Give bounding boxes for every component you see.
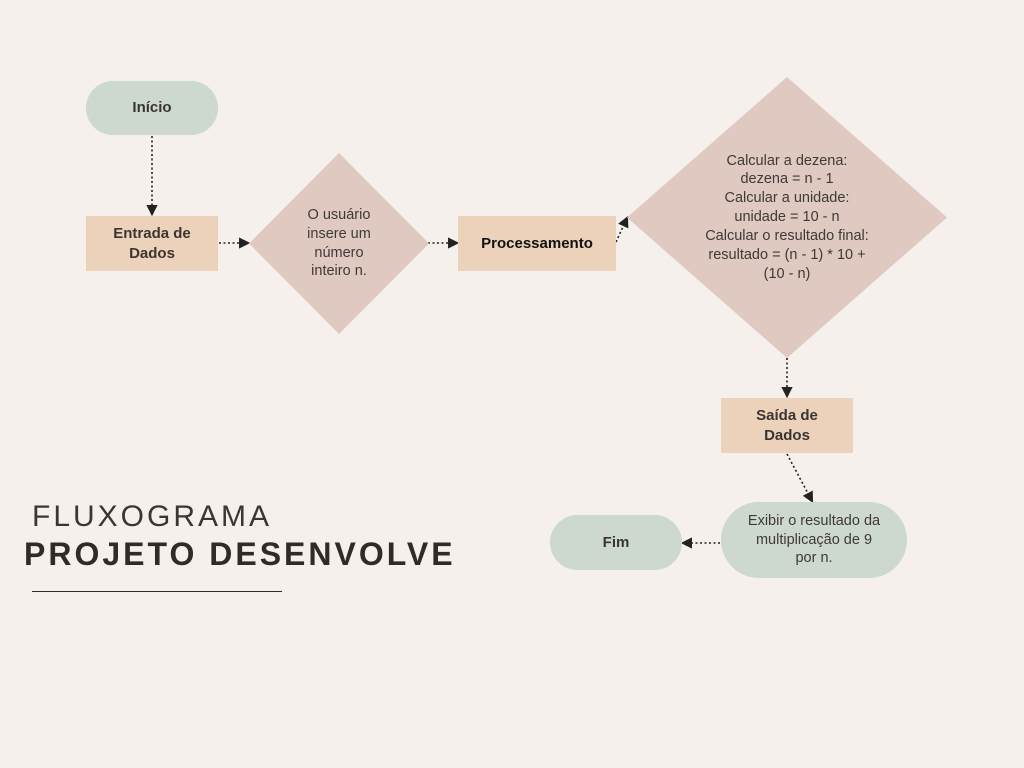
calculation-text: Calcular a dezena: dezena = n - 1 Calcul…: [705, 152, 869, 282]
processing-label: Processamento: [481, 234, 593, 252]
title-line-2: PROJETO DESENVOLVE: [24, 536, 456, 572]
end-node-label: Fim: [602, 533, 630, 551]
input-data-node: Entrada de Dados: [86, 216, 218, 271]
user-input-decision: O usuário insere um número inteiro n.: [249, 153, 429, 334]
output-data-node: Saída de Dados: [721, 398, 853, 453]
arrow-processamento-calculo: [615, 215, 629, 243]
processing-node: Processamento: [458, 216, 616, 271]
diamond-shape: [627, 77, 947, 358]
calculation-decision: Calcular a dezena: dezena = n - 1 Calcul…: [627, 77, 947, 358]
display-result-node: Exibir o resultado da multiplicação de 9…: [721, 502, 907, 578]
input-data-label: Entrada de Dados: [113, 225, 191, 262]
output-data-label: Saída de Dados: [756, 407, 818, 444]
title-line-1: FLUXOGRAMA: [32, 500, 273, 533]
user-input-text: O usuário insere um número inteiro n.: [307, 206, 371, 280]
diamond-shape: [249, 153, 429, 334]
display-result-text: Exibir o resultado da multiplicação de 9…: [747, 512, 881, 567]
start-node: Início: [86, 81, 218, 135]
end-node: Fim: [550, 515, 682, 570]
arrow-saida-exibir: [786, 453, 814, 503]
title-underline: [32, 591, 282, 592]
start-node-label: Início: [132, 99, 172, 117]
